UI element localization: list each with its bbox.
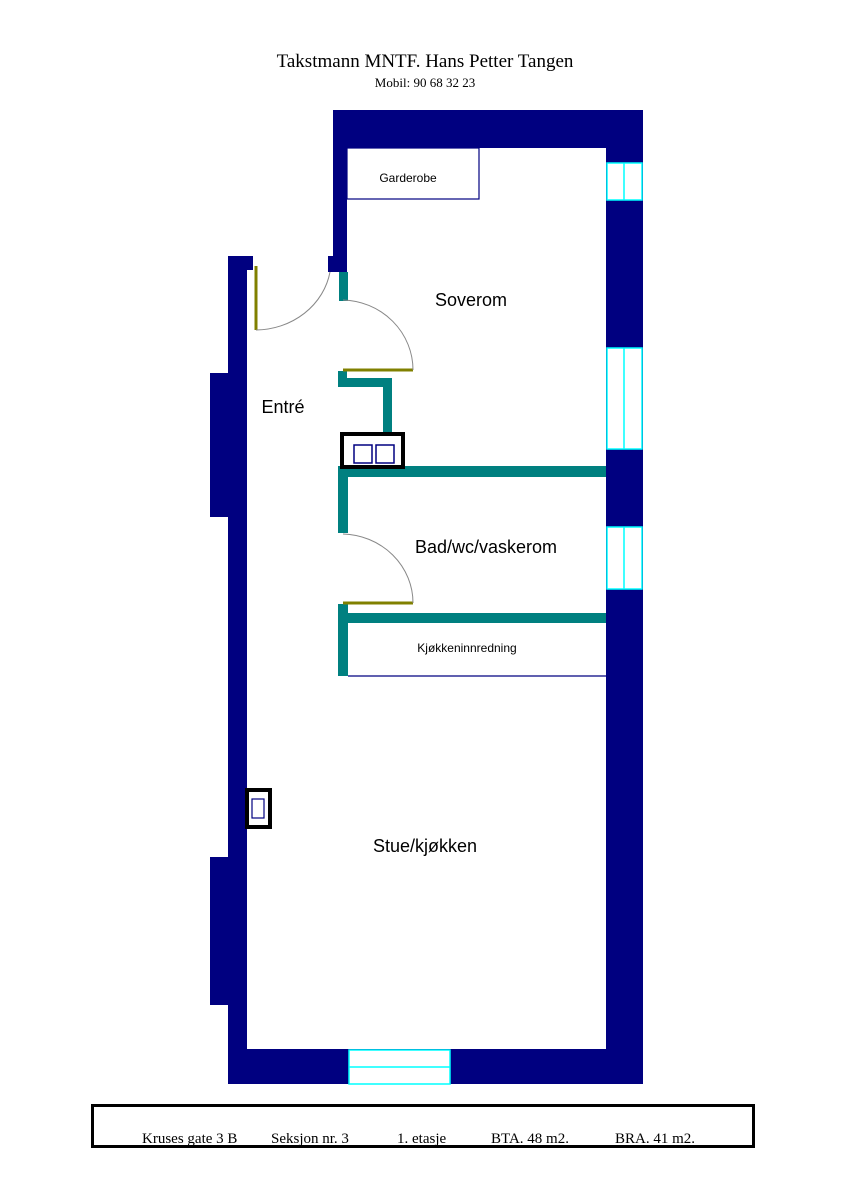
footer-bta: BTA. 48 m2. <box>491 1131 569 1147</box>
bath-kitchen-wall <box>338 613 606 623</box>
window-upper-right <box>606 162 643 201</box>
footer-section: Seksjon nr. 3 <box>271 1131 349 1147</box>
left-wall <box>210 256 253 1049</box>
footer-address: Kruses gate 3 B <box>142 1131 238 1147</box>
shaft-box <box>340 432 405 469</box>
header-title: Takstmann MNTF. Hans Petter Tangen <box>276 51 574 72</box>
garderobe-box <box>346 147 480 200</box>
door-jamb <box>328 256 340 272</box>
bedroom-wall-down <box>383 378 392 434</box>
room-label-soverom: Soverom <box>435 290 507 310</box>
window-bottom <box>348 1049 451 1085</box>
header-mobile: Mobil: 90 68 32 23 <box>374 75 476 90</box>
left-wall-notch-b <box>228 503 247 517</box>
top-wall <box>333 110 643 148</box>
room-label-garderobe: Garderobe <box>379 171 437 185</box>
left-wall-notch-d <box>228 988 247 1005</box>
entrance-door <box>254 266 331 331</box>
right-wall <box>606 110 643 1084</box>
bedroom-wall-upper <box>339 272 348 301</box>
window-bath-right <box>606 526 643 590</box>
bath-left-wall-lower <box>338 604 348 676</box>
bath-left-wall-upper <box>338 466 348 533</box>
room-label-kjokkeninnredning: Kjøkkeninnredning <box>417 641 516 655</box>
room-label-bad: Bad/wc/vaskerom <box>415 537 557 557</box>
inner-walls <box>338 272 606 676</box>
room-label-stue: Stue/kjøkken <box>373 836 477 856</box>
chimney-box <box>245 788 272 829</box>
left-wall-notch-c <box>228 857 247 873</box>
bedroom-door <box>342 299 414 372</box>
bath-door <box>342 533 414 605</box>
outer-walls <box>210 110 643 1084</box>
left-wall-notch-a <box>228 373 247 387</box>
footer-floor: 1. etasje <box>397 1131 447 1147</box>
room-label-entre: Entré <box>261 397 304 417</box>
windows <box>348 162 643 1085</box>
footer-bra: BRA. 41 m2. <box>615 1131 696 1147</box>
bedroom-wall-step <box>338 378 390 387</box>
bedroom-left-wall <box>333 110 347 272</box>
info-box: Kruses gate 3 B Seksjon nr. 3 1. etasje … <box>91 1104 755 1148</box>
window-middle-right <box>606 347 643 450</box>
bedroom-bath-wall <box>338 466 606 477</box>
